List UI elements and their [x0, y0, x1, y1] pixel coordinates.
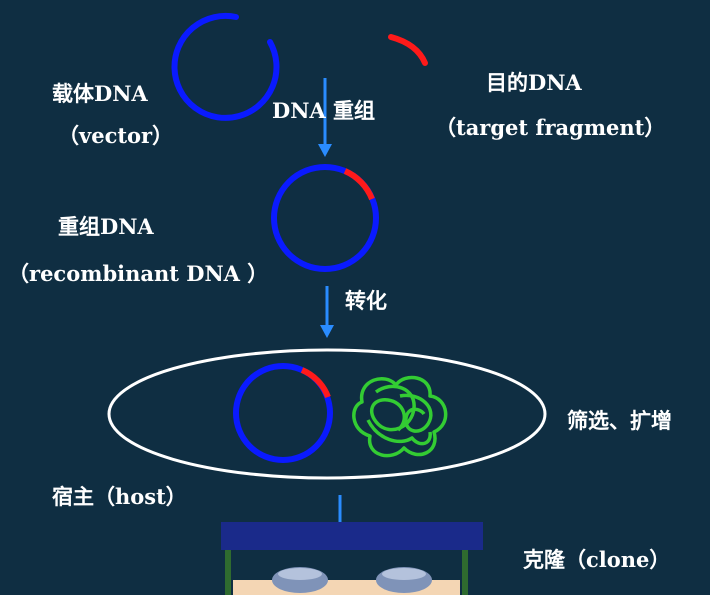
recombinant-english-label: （recombinant DNA ）	[8, 261, 269, 286]
host-label: 宿主（host）	[52, 484, 187, 509]
recombinant-plasmid	[271, 164, 379, 272]
arrow-down-1	[318, 78, 332, 157]
recombinant-label: 重组DNA	[58, 214, 154, 239]
host-chromosome	[352, 375, 448, 458]
recombination-step-label: DNA 重组	[272, 98, 376, 123]
vector-label: 载体DNA	[52, 81, 148, 106]
host-plasmid	[233, 363, 333, 463]
selection-step-label: 筛选、扩增	[567, 408, 672, 433]
transformation-step-label: 转化	[345, 288, 387, 313]
target-fragment	[388, 34, 428, 66]
vector-english-label: （vector）	[58, 123, 174, 148]
clone-label: 克隆（clone）	[523, 547, 671, 572]
target-english-label: （target fragment）	[435, 115, 666, 140]
host-cell	[107, 348, 547, 480]
arrow-down-2	[320, 286, 334, 338]
culture-apparatus	[221, 522, 483, 595]
vector-plasmid	[171, 12, 280, 121]
target-label: 目的DNA	[486, 70, 582, 95]
